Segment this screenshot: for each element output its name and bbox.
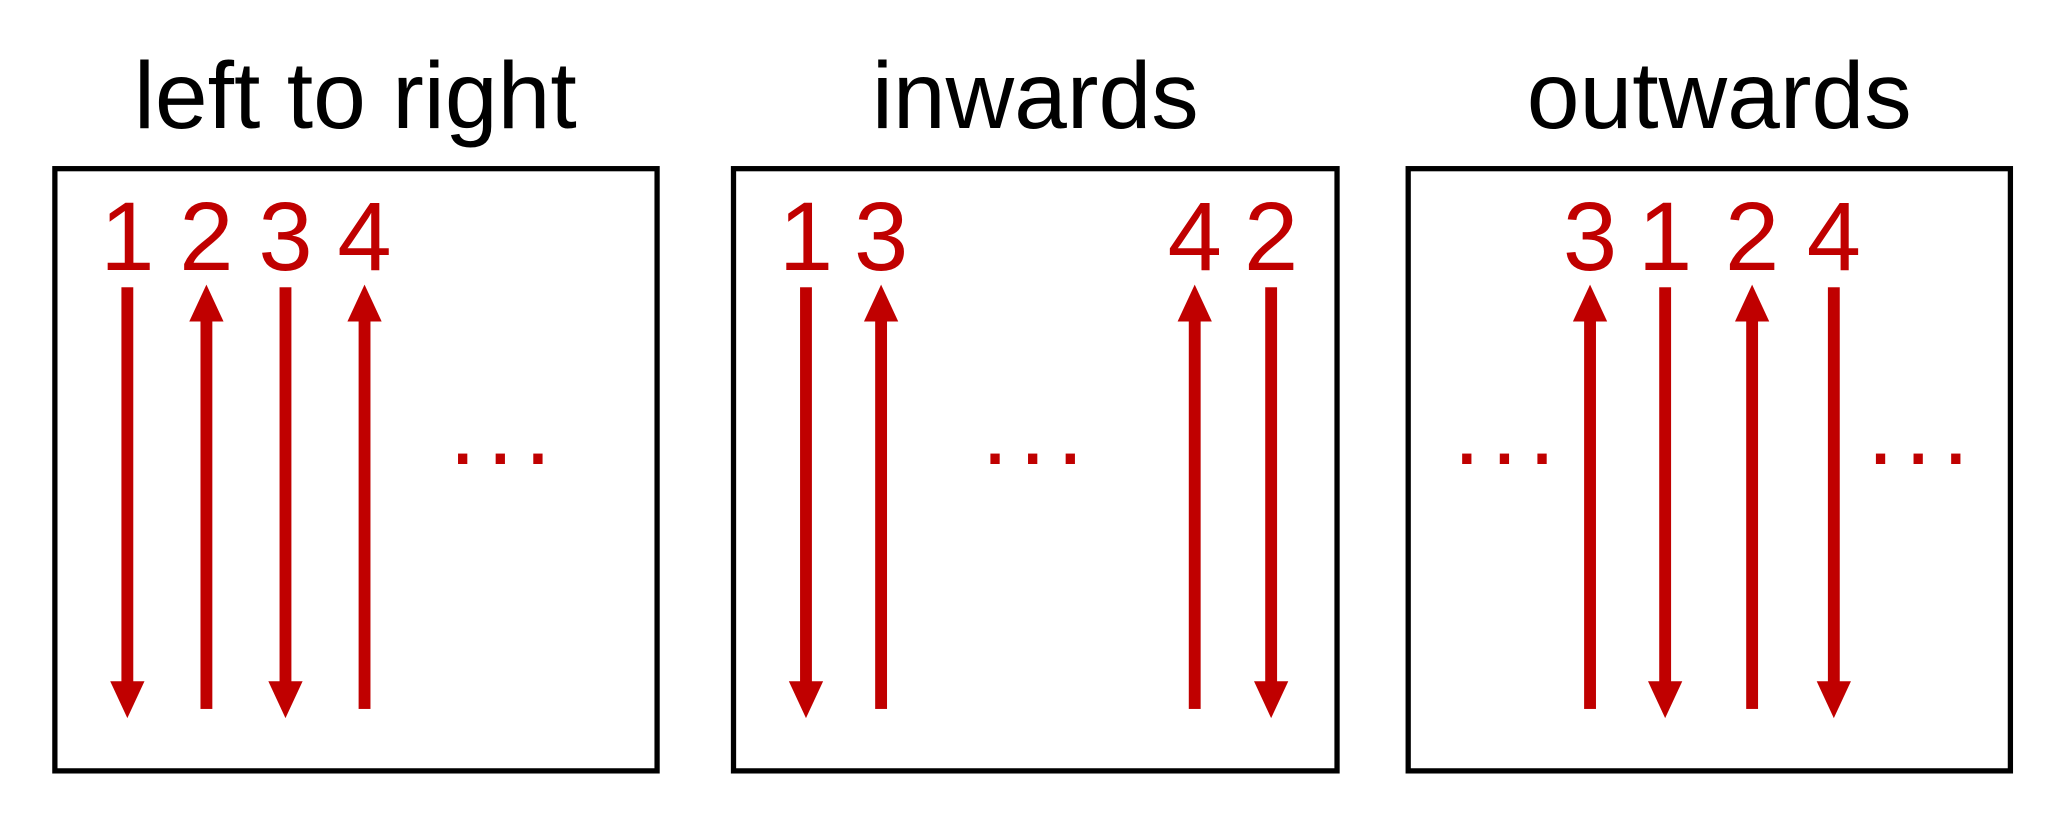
arrow-up: 2 xyxy=(179,182,234,709)
arrow-shaft xyxy=(800,287,812,686)
arrow-head xyxy=(1254,681,1289,719)
panel-title: left to right xyxy=(134,43,577,149)
arrow-head xyxy=(268,681,303,719)
ellipsis: ... xyxy=(981,376,1094,485)
arrow-down: 2 xyxy=(1244,182,1298,719)
panel-title: inwards xyxy=(872,43,1199,149)
arrow-shaft xyxy=(1584,318,1596,709)
arrow-shaft xyxy=(875,318,888,709)
panel-title: outwards xyxy=(1527,43,1912,149)
ellipsis: ... xyxy=(1453,376,1566,485)
order-label: 3 xyxy=(854,182,908,291)
arrow-shaft xyxy=(1659,287,1672,686)
order-label: 2 xyxy=(1725,182,1779,291)
arrow-down: 1 xyxy=(779,182,833,719)
order-label: 4 xyxy=(1168,182,1222,291)
arrow-head xyxy=(788,681,824,719)
arrow-head xyxy=(1648,681,1683,719)
panel-frame xyxy=(730,166,1340,774)
arrow-head xyxy=(347,284,382,322)
arrow-shaft xyxy=(358,318,371,709)
order-label: 1 xyxy=(100,182,154,291)
arrow-shaft xyxy=(1188,318,1201,709)
order-label: 1 xyxy=(779,182,833,291)
order-label: 4 xyxy=(337,182,391,291)
arrow-shaft xyxy=(1827,287,1840,686)
arrow-up: 3 xyxy=(854,182,908,709)
order-label: 2 xyxy=(1244,182,1298,291)
arrow-up: 4 xyxy=(1168,182,1222,709)
panel-frame xyxy=(52,166,660,774)
ellipsis: ... xyxy=(449,376,562,485)
arrow-shaft xyxy=(1265,287,1278,686)
arrow-head xyxy=(1816,681,1851,719)
arrow-head xyxy=(110,681,145,719)
arrow-head xyxy=(1734,284,1770,322)
arrow-head xyxy=(1572,284,1608,322)
arrow-down: 1 xyxy=(100,182,154,719)
arrow-up: 4 xyxy=(337,182,392,709)
order-label: 1 xyxy=(1638,182,1692,291)
arrow-up: 3 xyxy=(1563,182,1617,709)
arrow-down: 1 xyxy=(1638,182,1692,719)
order-label: 3 xyxy=(1563,182,1617,291)
arrow-head xyxy=(189,284,224,322)
arrow-up: 2 xyxy=(1725,182,1779,709)
panel-frame xyxy=(1405,166,2014,774)
arrow-head xyxy=(863,284,899,322)
arrow-shaft xyxy=(279,287,292,686)
order-label: 2 xyxy=(179,182,233,291)
arrow-shaft xyxy=(200,318,213,709)
arrow-shaft xyxy=(1746,318,1759,709)
order-label: 4 xyxy=(1807,182,1861,291)
arrow-head xyxy=(1177,284,1212,322)
arrow-shaft xyxy=(121,287,134,686)
arrow-down: 3 xyxy=(258,182,313,719)
ellipsis: ... xyxy=(1867,376,1980,485)
order-label: 3 xyxy=(258,182,312,291)
arrow-down: 4 xyxy=(1807,182,1861,719)
